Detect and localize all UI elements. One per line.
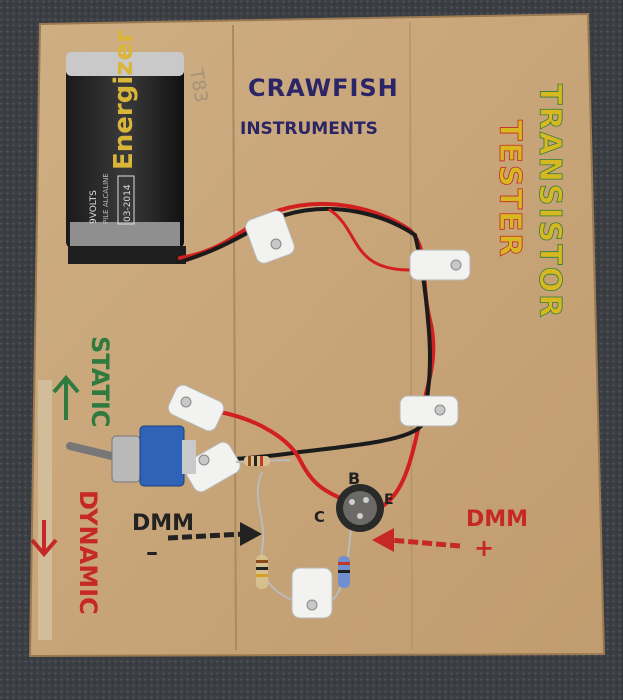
board-edge-strip [38,380,52,640]
resistor [256,471,293,601]
dynamic-label: DYNAMIC [74,490,102,615]
static-label: STATIC [86,336,114,427]
resistor [331,519,353,601]
dmm-minus-sign: – [146,538,158,566]
socket-base-label: B [348,469,360,488]
vertical-title-tester: TESTER [492,120,527,259]
cable-clamp [409,249,471,281]
battery-9v: Energizer 9VOLTS PILE ALCALINE 03-2014 [66,30,186,264]
vertical-title-transistor: TRANSISTOR [532,84,567,319]
board-fold-line [409,21,413,651]
dmm-plus-sign: + [474,534,494,562]
cable-clamp [399,395,459,427]
resistor [235,456,291,466]
transistor-socket [336,484,384,532]
static-arrow-up [52,374,80,420]
battery-code: 03-2014 [123,184,133,222]
cable-clamp [183,441,241,493]
socket-emitter-label: E [384,492,394,508]
dmm-plus-arrow [372,528,461,552]
title-instruments: INSTRUMENTS [240,119,378,139]
title-crawfish: CRAWFISH [248,74,399,102]
cable-clamp [291,567,333,619]
dmm-minus-label: DMM [132,511,194,536]
dynamic-arrow-down [30,520,58,558]
socket-collector-label: C [314,508,325,526]
cable-clamp [167,384,225,432]
battery-type: PILE ALCALINE [102,173,110,224]
toggle-switch [66,425,196,487]
cable-clamp [245,210,295,264]
dmm-minus-arrow [167,522,262,546]
board-fold-line [232,24,237,651]
dmm-plus-label: DMM [466,507,528,532]
battery-voltage: 9VOLTS [89,190,99,224]
battery-brand: Energizer [109,30,139,170]
